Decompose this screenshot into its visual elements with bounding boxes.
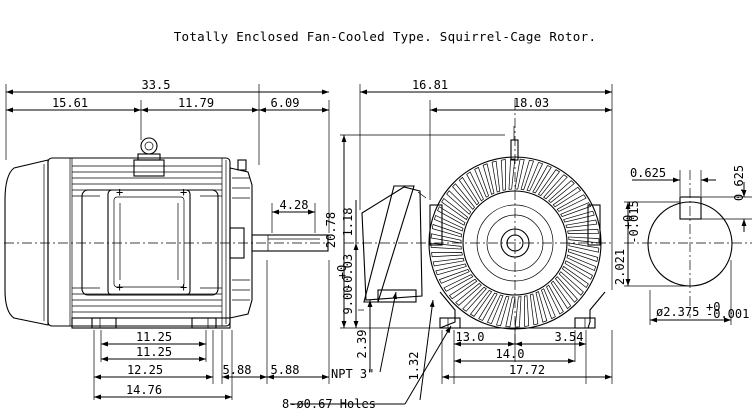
dim-top-width: 16.81 [412,78,448,92]
dim-foot-hole-span-2: 11.25 [136,345,172,359]
dim-mount-to-face: 11.79 [178,96,214,110]
shaft-end-view: 0.625 0.625 2.021 +0 -0.015 ø2.375 +0 -0… [613,165,752,325]
dim-shaft-offset-1: 5.88 [223,363,252,377]
dim-foot-thickness: 1.32 [407,352,421,381]
dim-foot-edge: 3.54 [555,330,584,344]
dim-key-depth-tol-plus: +0 [621,215,635,229]
front-view: 16.81 18.03 20.78 1.18 9.00 +0 -0.03 2.3… [282,78,613,411]
dim-shaft-offset-2: 5.88 [271,363,300,377]
fan-fins [430,158,600,328]
svg-text:+: + [116,280,123,294]
dim-foot-height: 2.39 [355,330,369,359]
dim-right-width: 18.03 [513,96,549,110]
dim-key-depth-tol-minus: -0.015 [627,200,641,243]
svg-text:+: + [180,280,187,294]
dim-base-length: 14.76 [126,383,162,397]
dim-key-height: 0.625 [732,165,746,201]
dim-hole-span: 13.0 [456,330,485,344]
side-view: + + + + [4,78,330,400]
dim-conduit-offset: 1.18 [341,208,355,237]
holes-label: 8-ø0.67 Holes [282,397,376,411]
dim-base-width: 17.72 [509,363,545,377]
dim-foot-length: 12.25 [127,363,163,377]
dim-keyway-length: 4.28 [280,198,309,212]
dim-center-tol-plus: +0 [335,265,349,279]
dim-foot-hole-span-1: 11.25 [136,330,172,344]
svg-text:+: + [180,185,187,199]
svg-text:+: + [116,185,123,199]
dim-overall-length: 33.5 [142,78,171,92]
dim-shaft-diameter: ø2.375 [656,305,699,319]
dim-foot-spacing: 14.0 [496,347,525,361]
dim-shaft-height: 20.78 [324,212,338,248]
dim-key-depth: 2.021 [613,249,627,285]
dim-rear-to-mount: 15.61 [52,96,88,110]
dim-shaft-extension: 6.09 [271,96,300,110]
dim-key-width: 0.625 [630,166,666,180]
dim-center-height: 9.00 [341,286,355,315]
dim-shaft-tol-minus: -0.001 [706,307,749,321]
dim-center-tol-minus: -0.03 [341,254,355,290]
conduit-label: NPT 3" [331,367,374,381]
drawing-title: Totally Enclosed Fan-Cooled Type. Squirr… [174,29,597,44]
dim-shaft-tol-plus: +0 [706,300,720,314]
